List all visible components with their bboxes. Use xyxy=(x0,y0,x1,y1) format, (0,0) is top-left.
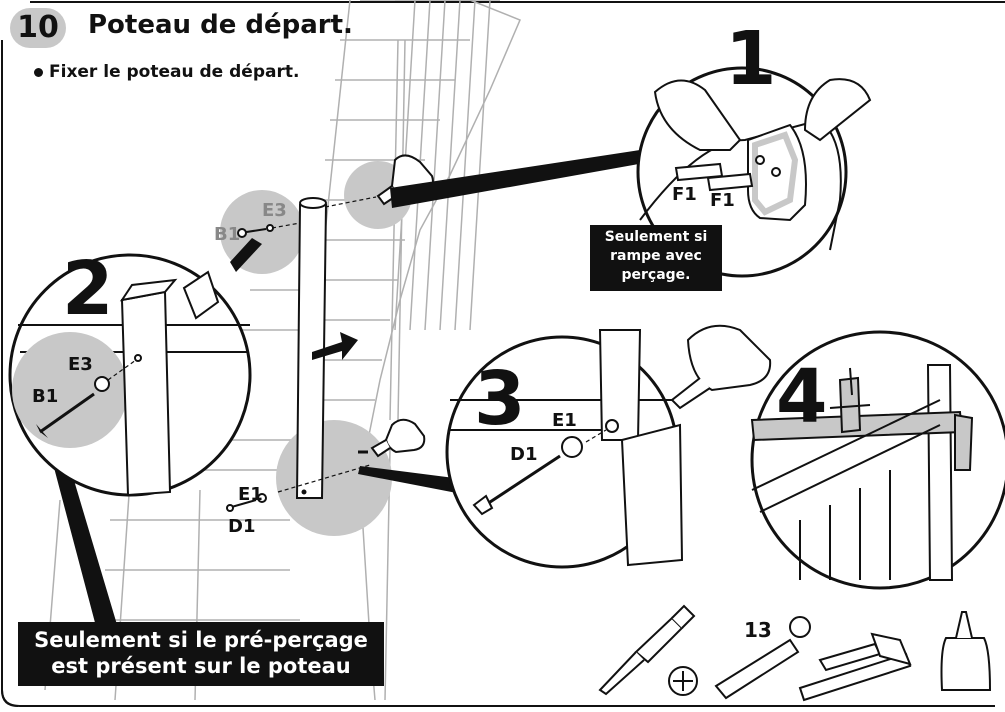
screw-d1-small xyxy=(226,493,267,512)
page-title: Poteau de départ. xyxy=(88,10,353,40)
label-e1-detail: E1 xyxy=(552,410,577,431)
label-b1-detail: B1 xyxy=(32,386,59,407)
step-3-number: 3 xyxy=(474,356,526,442)
detail-circle-4 xyxy=(750,330,1005,590)
screwdriver-icon xyxy=(598,604,696,696)
detail-circle-1 xyxy=(636,66,872,278)
label-f1-b: F1 xyxy=(710,190,735,211)
glue-bottle-icon xyxy=(940,611,992,691)
instruction-label: Fixer le poteau de départ. xyxy=(49,62,300,82)
label-d1-main: D1 xyxy=(228,516,256,537)
label-e3-detail: E3 xyxy=(68,354,93,375)
step-2-number: 2 xyxy=(62,246,114,332)
bullet-icon xyxy=(34,67,43,77)
starting-post xyxy=(295,197,328,499)
page-frame xyxy=(1,1,1005,690)
label-b1-main: B1 xyxy=(214,224,241,245)
direction-arrow xyxy=(312,332,358,360)
step-4-number: 4 xyxy=(776,354,828,440)
step-number-badge: 10 xyxy=(10,8,66,48)
screw-b1-small xyxy=(237,224,274,238)
note-drilled-rail: Seulement si rampe avec perçage. xyxy=(590,225,722,291)
label-e3-main: E3 xyxy=(262,200,287,221)
instruction-text: Fixer le poteau de départ. xyxy=(34,62,299,82)
step-1-number: 1 xyxy=(725,16,777,102)
label-e1-main: E1 xyxy=(238,484,263,505)
note-predrilled-post: Seulement si le pré-perçage est présent … xyxy=(18,622,384,686)
highlight-base xyxy=(276,420,392,536)
clamp-icon xyxy=(798,632,912,702)
label-d1-detail: D1 xyxy=(510,444,538,465)
label-f1-a: F1 xyxy=(672,184,697,205)
detail-circle-3 xyxy=(445,324,772,569)
socket-wrench-icon xyxy=(714,616,811,700)
detail-circle-2 xyxy=(8,253,252,497)
glue-bottle-bottom xyxy=(358,418,426,458)
wrench-size-label: 13 xyxy=(744,618,772,642)
phillips-head-icon xyxy=(668,666,698,696)
